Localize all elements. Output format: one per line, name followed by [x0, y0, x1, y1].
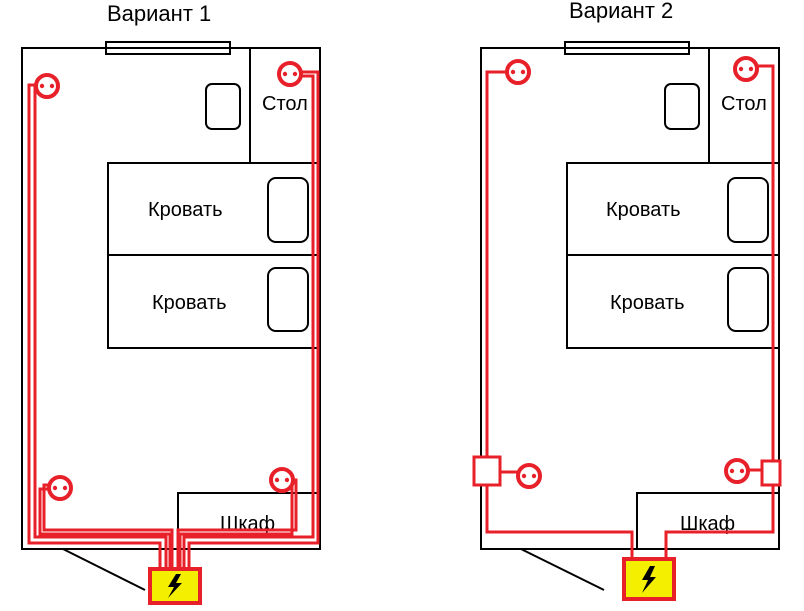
- variant-2-pillow-top: [727, 177, 769, 243]
- electrical-panel-icon: [148, 567, 202, 605]
- outlet-icon: [516, 463, 542, 489]
- variant-2-window: [564, 41, 690, 55]
- variant-2-pillow-bottom: [727, 267, 769, 332]
- variant-1-wardrobe: [177, 492, 321, 550]
- variant-2-plan: Вариант 2 Стол Кровать Кровать Шкаф: [472, 0, 782, 601]
- variant-2-chair: [664, 83, 700, 130]
- variant-1-window: [105, 41, 231, 55]
- variant-2-bed-top-label: Кровать: [606, 199, 681, 221]
- outlet-icon: [733, 56, 759, 82]
- variant-1-wardrobe-label: Шкаф: [220, 513, 275, 535]
- junction-box-icon: [760, 459, 782, 487]
- variant-2-bed-bottom-label: Кровать: [610, 292, 685, 314]
- outlet-icon: [47, 475, 73, 501]
- variant-1-pillow-bottom: [267, 267, 309, 332]
- variant-2-door: [520, 548, 605, 591]
- variant-1-door: [62, 548, 146, 591]
- variant-2-title: Вариант 2: [569, 0, 673, 23]
- variant-2-bed-bottom: [566, 254, 780, 349]
- variant-2-desk-label: Стол: [721, 93, 767, 115]
- variant-1-bed-top-label: Кровать: [148, 199, 223, 221]
- variant-1-bed-bottom: [107, 254, 321, 349]
- variant-1-wiring: [27, 70, 320, 570]
- variant-1-desk-label: Стол: [262, 93, 308, 115]
- variant-1-title: Вариант 1: [107, 1, 211, 26]
- junction-box-icon: [472, 455, 502, 487]
- variant-2-wardrobe-label: Шкаф: [680, 513, 735, 535]
- variant-2-wardrobe: [636, 492, 780, 550]
- electrical-panel-icon: [622, 557, 676, 601]
- outlet-icon: [34, 73, 60, 99]
- outlet-icon: [724, 458, 750, 484]
- variant-1-bed-bottom-label: Кровать: [152, 292, 227, 314]
- outlet-icon: [269, 467, 295, 493]
- variant-1-plan: Вариант 1 Стол Кровать Кровать Шкаф: [21, 1, 321, 605]
- outlet-icon: [277, 61, 303, 87]
- variant-1-pillow-top: [267, 177, 309, 243]
- outlet-icon: [505, 59, 531, 85]
- variant-1-chair: [205, 83, 241, 130]
